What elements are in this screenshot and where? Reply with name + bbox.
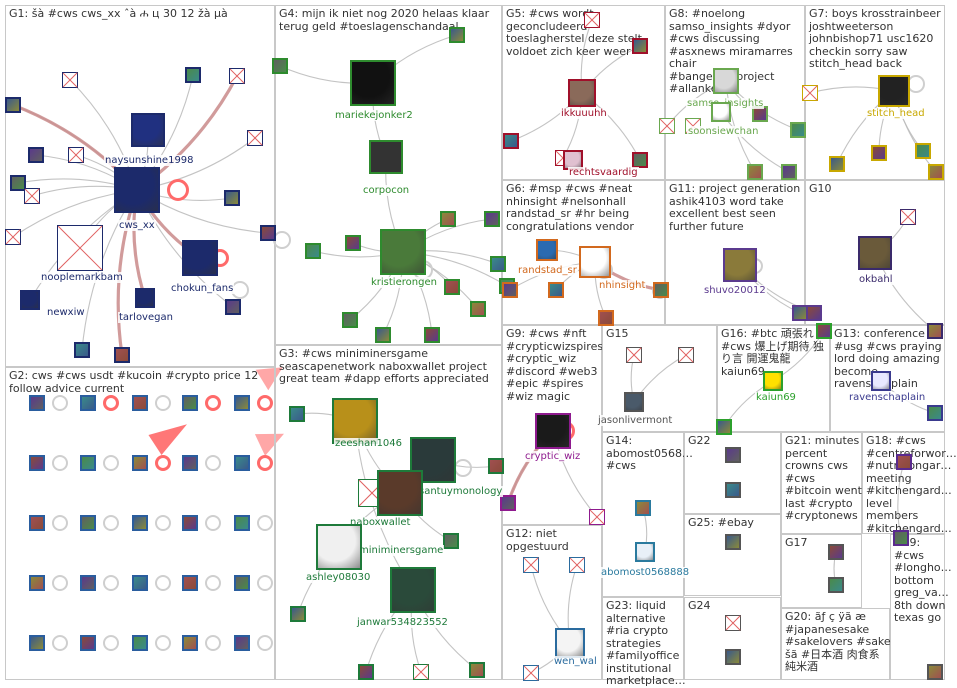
edge-56 [739, 264, 801, 314]
edge-23 [372, 82, 387, 158]
edge-36 [580, 19, 593, 94]
edge-72 [507, 430, 554, 504]
edge-65 [338, 492, 401, 548]
edge-3 [12, 104, 138, 191]
edge-32 [382, 251, 404, 336]
edge-9 [136, 137, 256, 191]
edge-49 [893, 90, 924, 152]
edge-48 [878, 90, 895, 154]
edge-54 [594, 260, 662, 292]
edge-15 [29, 189, 138, 301]
edge-52 [509, 261, 596, 291]
edge-62 [399, 459, 434, 494]
edge-11 [12, 189, 138, 238]
edge-51 [546, 249, 596, 263]
edge-76 [633, 354, 687, 403]
edge-78 [772, 330, 825, 382]
edge-38 [581, 45, 641, 94]
edge-69 [412, 589, 478, 671]
edge-0 [136, 129, 149, 191]
edge-1 [136, 74, 194, 191]
edge-63 [432, 459, 497, 468]
edge-30 [402, 251, 453, 288]
edge-37 [510, 92, 583, 142]
edge-20 [12, 103, 139, 192]
edge-6 [17, 178, 138, 191]
edge-84 [833, 551, 837, 586]
edge-35 [402, 251, 479, 310]
edge-50 [893, 90, 937, 173]
edge-75 [630, 354, 635, 403]
edge-2 [69, 79, 138, 191]
edge-24 [385, 156, 404, 253]
edge-64 [399, 492, 452, 542]
edge-81 [530, 564, 571, 644]
edge-58 [874, 216, 909, 254]
edge-39 [581, 92, 641, 161]
edge-70 [371, 492, 401, 496]
edge-60 [296, 412, 356, 422]
edge-85 [897, 461, 905, 539]
edge-8 [136, 189, 269, 234]
edge-57 [739, 264, 815, 314]
arrow-mark-1 [255, 367, 283, 391]
edge-22 [372, 34, 458, 84]
edge-25 [352, 242, 404, 253]
edge-43 [666, 80, 727, 127]
edge-67 [365, 589, 414, 673]
edge-18 [136, 75, 239, 192]
edge-59 [874, 252, 936, 332]
arrow-mark-0 [148, 424, 187, 456]
edge-80 [642, 507, 648, 553]
edge-83 [530, 642, 571, 674]
edge-74 [506, 429, 555, 504]
edge-55 [594, 261, 607, 319]
edge-13 [132, 189, 147, 299]
arrow-mark-2 [254, 433, 284, 456]
edge-53 [555, 261, 596, 291]
edge-28 [402, 218, 493, 253]
edge-46 [809, 86, 895, 94]
edge-21 [279, 65, 374, 84]
edge-79 [880, 380, 936, 414]
edge-73 [552, 430, 598, 518]
edge-47 [836, 90, 895, 165]
edge-66 [297, 546, 340, 615]
edge-42 [725, 80, 799, 131]
edge-77 [723, 380, 774, 428]
edge-31 [349, 251, 404, 321]
edge-10 [31, 185, 138, 197]
edge-82 [567, 564, 578, 644]
edge-29 [402, 250, 499, 265]
edge-71 [354, 420, 414, 591]
edge-61 [354, 420, 401, 494]
edge-layer [12, 19, 937, 674]
